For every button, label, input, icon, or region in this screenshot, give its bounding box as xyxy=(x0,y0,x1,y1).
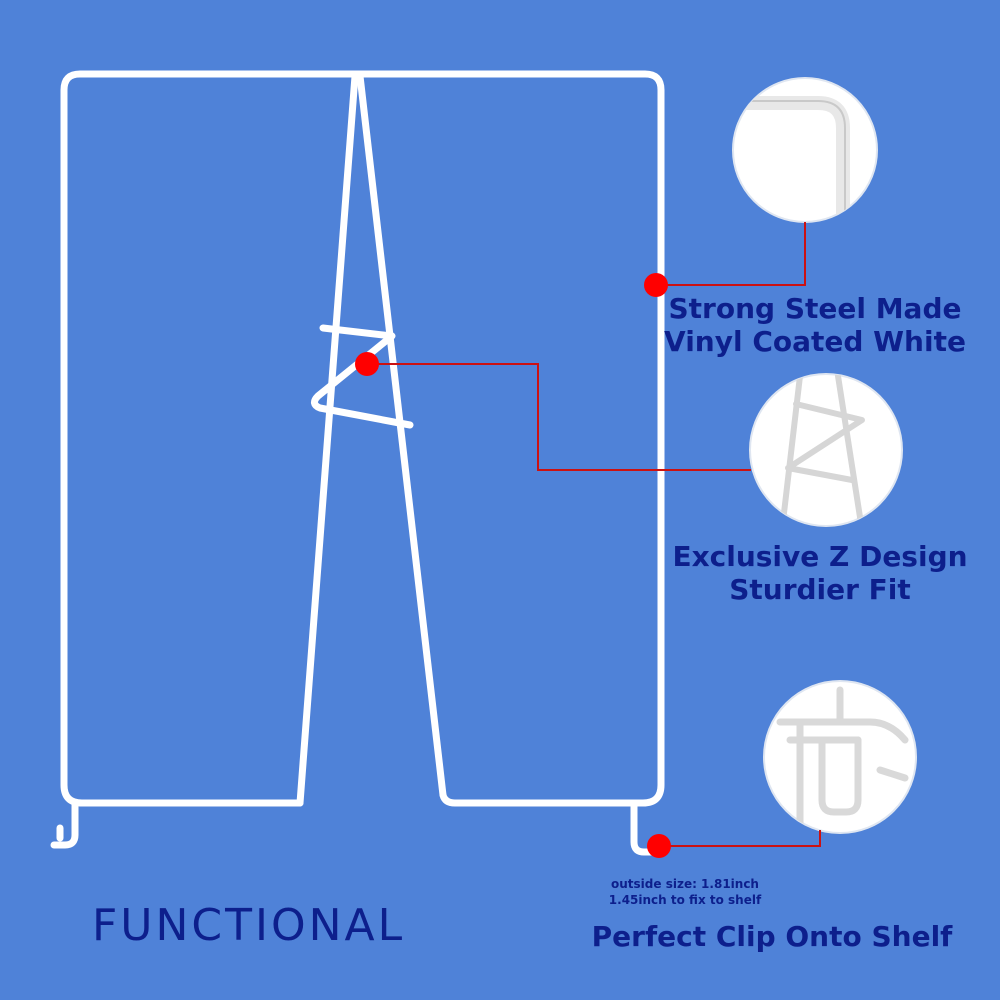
callout-steel-made: Strong Steel Made Vinyl Coated White xyxy=(640,292,990,358)
brand-label: FUNCTIONAL xyxy=(92,900,406,951)
marker-zdesign xyxy=(355,352,379,376)
shelf-divider-wire xyxy=(50,70,666,856)
z-brace-detail xyxy=(749,373,903,527)
size-note-line2: 1.45inch to fix to shelf xyxy=(608,892,762,907)
callout-zdesign-line2: Sturdier Fit xyxy=(729,573,911,607)
callout-steel-line1: Strong Steel Made xyxy=(668,292,962,325)
leader-line-zdesign xyxy=(368,363,751,471)
corner-detail xyxy=(732,77,878,223)
markers xyxy=(355,273,671,858)
size-note: outside size: 1.81inch 1.45inch to fix t… xyxy=(560,877,810,908)
callout-z-design: Exclusive Z Design Sturdier Fit xyxy=(655,540,985,606)
leader-lines xyxy=(368,222,821,847)
callout-zdesign-line1: Exclusive Z Design xyxy=(672,540,968,573)
callout-clip-label: Perfect Clip Onto Shelf xyxy=(591,920,953,953)
marker-steel xyxy=(644,273,668,297)
callout-clip: Perfect Clip Onto Shelf xyxy=(572,920,972,953)
size-note-line1: outside size: 1.81inch xyxy=(611,877,759,891)
marker-clip xyxy=(647,834,671,858)
leader-line-clip xyxy=(659,830,821,847)
leader-line-steel xyxy=(656,222,806,286)
callout-steel-line2: Vinyl Coated White xyxy=(664,325,966,359)
clip-detail xyxy=(763,680,917,834)
